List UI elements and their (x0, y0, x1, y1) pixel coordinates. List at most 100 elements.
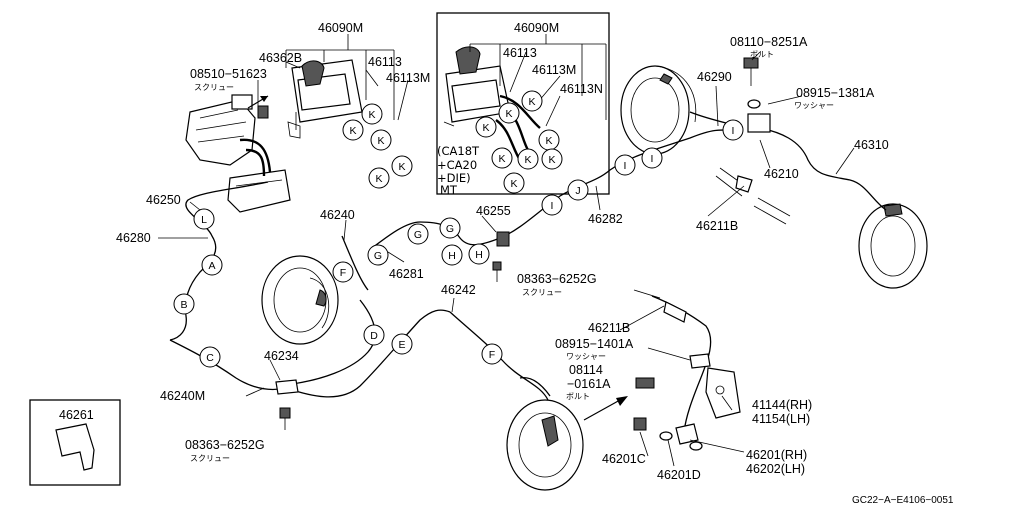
part-labels: 46090M 46090M 46362B 46113 46113M 46113 … (59, 21, 954, 506)
callout-k-13: K (503, 172, 525, 194)
label-46310: 46310 (854, 138, 889, 152)
callout-k-2: K (342, 119, 364, 141)
label-46234: 46234 (264, 349, 299, 363)
callout-b: B (173, 293, 195, 315)
callout-h-1: H (441, 244, 463, 266)
label-46240m: 46240M (160, 389, 205, 403)
svg-text:C: C (206, 352, 214, 364)
svg-text:L: L (201, 214, 207, 226)
variant-note-4: MT (440, 183, 458, 197)
label-08915-1381a-jp: ワッシャー (794, 101, 834, 110)
svg-text:G: G (374, 250, 382, 262)
svg-text:D: D (370, 330, 378, 342)
callout-d: D (363, 324, 385, 346)
label-08363-b-jp: スクリュー (190, 454, 230, 463)
variant-note-1: (CA18T (437, 144, 480, 158)
callout-k-12: K (541, 148, 563, 170)
variant-note-3: +DIE) (437, 171, 471, 185)
inset-frame (436, 12, 610, 195)
label-46261: 46261 (59, 408, 94, 422)
master-cylinder-inset (443, 46, 541, 161)
svg-text:I: I (651, 153, 654, 165)
svg-text:K: K (545, 135, 552, 147)
master-cylinder-left (287, 59, 363, 139)
callout-g-1: G (367, 244, 389, 266)
label-08915-1381a: 08915−1381A (796, 86, 875, 100)
label-46210: 46210 (764, 167, 799, 181)
label-08110-jp: ボルト (750, 50, 774, 59)
label-08915-1401a-jp: ワッシャー (566, 352, 606, 361)
hardware (257, 57, 771, 451)
callout-k-1: K (361, 103, 383, 125)
label-46281: 46281 (389, 267, 424, 281)
callout-f-right: F (481, 343, 503, 365)
front-brake-right (506, 399, 584, 491)
callouts: L A B C F D E G G G H H F I J I I I K K … (173, 90, 744, 368)
callout-k-11: K (517, 148, 539, 170)
label-08110: 08110−8251A (730, 35, 808, 49)
label-08363-b: 08363−6252G (185, 438, 265, 452)
callout-f-left: F (332, 261, 354, 283)
label-46113m-a: 46113M (386, 71, 430, 85)
callout-a: A (201, 254, 223, 276)
label-46280: 46280 (116, 231, 151, 245)
label-08510-jp: スクリュー (194, 83, 234, 92)
label-08915-1401a: 08915−1401A (555, 337, 634, 351)
label-08114: 08114 (569, 363, 603, 377)
label-0161a: −0161A (567, 377, 611, 391)
label-08114-jp: ボルト (566, 392, 590, 401)
front-brake-left (261, 255, 339, 345)
svg-text:H: H (448, 250, 456, 262)
svg-text:K: K (505, 108, 512, 120)
variant-note-2: +CA20 (437, 158, 477, 172)
svg-text:E: E (398, 339, 405, 351)
label-46362b: 46362B (259, 51, 302, 65)
svg-text:K: K (377, 135, 384, 147)
callout-j: J (567, 179, 589, 201)
arrow-bolt-08114 (583, 399, 621, 421)
callout-k-5: K (368, 167, 390, 189)
svg-text:K: K (528, 96, 535, 108)
svg-text:I: I (624, 160, 627, 172)
svg-text:K: K (349, 125, 356, 137)
callout-i-2: I (614, 154, 636, 176)
callout-i-1: I (541, 194, 563, 216)
callout-k-4: K (391, 155, 413, 177)
brake-booster-left (185, 94, 291, 213)
label-46282: 46282 (588, 212, 623, 226)
label-46211b-top: 46211B (696, 219, 738, 233)
label-46113-a: 46113 (368, 55, 402, 69)
rear-drum-lower-right (858, 203, 928, 289)
svg-text:K: K (524, 154, 531, 166)
label-41154: 41154(LH) (752, 412, 810, 426)
bracket-46261-frame (29, 399, 121, 486)
svg-text:K: K (510, 178, 517, 190)
arrow-head-08510 (260, 96, 268, 102)
callout-i-4: I (722, 119, 744, 141)
svg-text:F: F (489, 349, 495, 361)
svg-text:I: I (732, 125, 735, 137)
callout-k-6: K (521, 90, 543, 112)
label-46113n: 46113N (560, 82, 603, 96)
label-08510: 08510−51623 (190, 67, 267, 81)
svg-text:K: K (375, 173, 382, 185)
label-46201: 46201(RH) (746, 448, 807, 462)
svg-text:B: B (180, 299, 187, 311)
svg-text:G: G (414, 229, 422, 241)
svg-text:K: K (482, 122, 489, 134)
label-46240: 46240 (320, 208, 355, 222)
callout-g-2: G (407, 223, 429, 245)
label-46090m-inset: 46090M (514, 21, 559, 35)
callout-k-7: K (498, 102, 520, 124)
label-46202: 46202(LH) (746, 462, 805, 476)
label-46242: 46242 (441, 283, 476, 297)
label-46250: 46250 (146, 193, 181, 207)
label-46113-b: 46113 (503, 46, 537, 60)
svg-text:K: K (498, 153, 505, 165)
callout-l: L (193, 208, 215, 230)
label-46201c: 46201C (602, 452, 646, 466)
bracket-46261 (55, 423, 95, 471)
label-46201d: 46201D (657, 468, 701, 482)
callout-e: E (391, 333, 413, 355)
